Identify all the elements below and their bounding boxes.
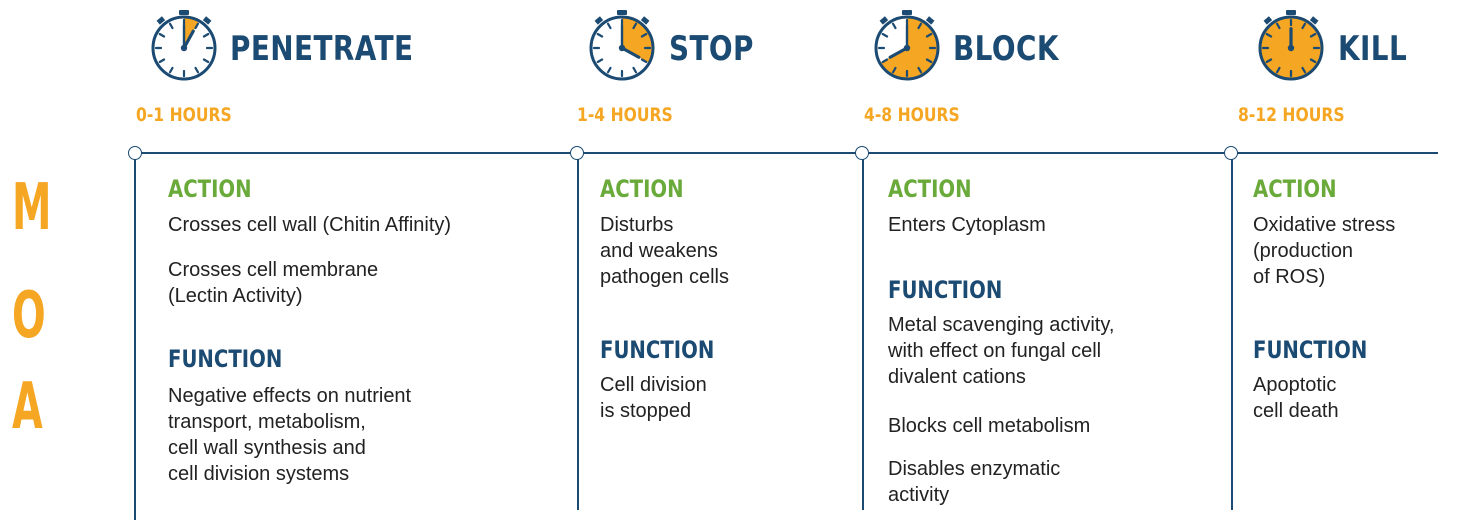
action-heading-stop: ACTION	[600, 175, 684, 203]
clock-icon	[151, 10, 217, 81]
stage-title-stop: STOP	[669, 29, 754, 69]
function-text-block-2: Blocks cell metabolism	[888, 415, 1091, 437]
timeline-node-2	[570, 146, 584, 160]
timeline-line	[140, 152, 1438, 154]
clock-icon	[874, 10, 940, 81]
action-text-penetrate-2: Crosses cell membrane (Lectin Activity)	[168, 259, 379, 307]
function-text-penetrate-1: Negative effects on nutrient transport, …	[168, 385, 412, 485]
stage-hours-block: 4-8 HOURS	[864, 104, 960, 126]
action-text-stop-1: Disturbs and weakens pathogen cells	[600, 214, 729, 288]
stage-hours-stop: 1-4 HOURS	[577, 104, 673, 126]
stage-divider-4	[1231, 158, 1233, 510]
stage-divider-2	[577, 158, 579, 510]
moa-letter-a: A	[12, 370, 43, 444]
timeline-node-3	[855, 146, 869, 160]
function-heading-stop: FUNCTION	[600, 336, 715, 364]
function-heading-penetrate: FUNCTION	[168, 345, 283, 373]
clock-icon	[589, 10, 655, 81]
stage-divider-3	[862, 158, 864, 510]
stage-title-penetrate: PENETRATE	[230, 29, 414, 69]
moa-letter-o: O	[12, 279, 46, 353]
timeline-node-1	[128, 146, 142, 160]
function-text-kill-1: Apoptotic cell death	[1253, 374, 1339, 422]
action-heading-kill: ACTION	[1253, 175, 1337, 203]
stage-divider-1	[134, 158, 136, 520]
clock-icon	[1258, 10, 1324, 81]
function-heading-kill: FUNCTION	[1253, 336, 1368, 364]
function-text-block-1: Metal scavenging activity, with effect o…	[888, 314, 1115, 388]
stage-title-block: BLOCK	[953, 29, 1059, 69]
action-text-penetrate-1: Crosses cell wall (Chitin Affinity)	[168, 214, 452, 236]
moa-letter-m: M	[12, 171, 52, 245]
action-heading-penetrate: ACTION	[168, 175, 252, 203]
function-heading-block: FUNCTION	[888, 276, 1003, 304]
stage-hours-penetrate: 0-1 HOURS	[136, 104, 232, 126]
action-text-kill-1: Oxidative stress (production of ROS)	[1253, 214, 1396, 288]
stage-title-kill: KILL	[1338, 29, 1408, 69]
timeline-node-4	[1224, 146, 1238, 160]
function-text-stop-1: Cell division is stopped	[600, 374, 707, 422]
action-heading-block: ACTION	[888, 175, 972, 203]
function-text-block-3: Disables enzymatic activity	[888, 458, 1061, 506]
stage-hours-kill: 8-12 HOURS	[1238, 104, 1345, 126]
action-text-block-1: Enters Cytoplasm	[888, 214, 1046, 236]
